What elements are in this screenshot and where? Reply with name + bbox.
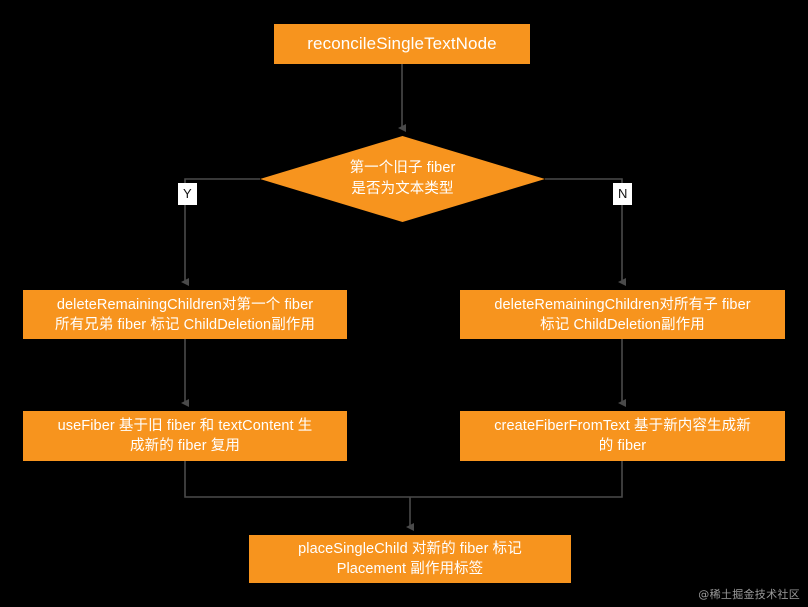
node-decision-is-text-type[interactable]: 第一个旧子 fiber 是否为文本类型 — [260, 136, 545, 222]
edge-left-step2-to-merge — [184, 461, 410, 498]
edge-decision-no — [545, 178, 626, 286]
decision-label: 第一个旧子 fiber 是否为文本类型 — [349, 159, 456, 197]
edge-decision-yes — [181, 178, 260, 286]
node-place-single-child[interactable]: placeSingleChild 对新的 fiber 标记 Placement … — [249, 535, 571, 583]
watermark: @稀土掘金技术社区 — [698, 588, 800, 601]
node-delete-remaining-children-all[interactable]: deleteRemainingChildren对所有子 fiber 标记 Chi… — [460, 290, 785, 339]
node-use-fiber[interactable]: useFiber 基于旧 fiber 和 textContent 生 成新的 f… — [23, 411, 347, 461]
node-reconcile-single-text-node[interactable]: reconcileSingleTextNode — [274, 24, 530, 64]
edge-right-step2-to-merge — [410, 461, 623, 498]
node-create-fiber-from-text[interactable]: createFiberFromText 基于新内容生成新 的 fiber — [460, 411, 785, 461]
edge-label-no: N — [613, 183, 633, 205]
edge-label-yes: Y — [178, 183, 197, 205]
diamond-shape-icon — [260, 136, 545, 222]
node-delete-remaining-children-siblings[interactable]: deleteRemainingChildren对第一个 fiber 所有兄弟 f… — [23, 290, 347, 339]
